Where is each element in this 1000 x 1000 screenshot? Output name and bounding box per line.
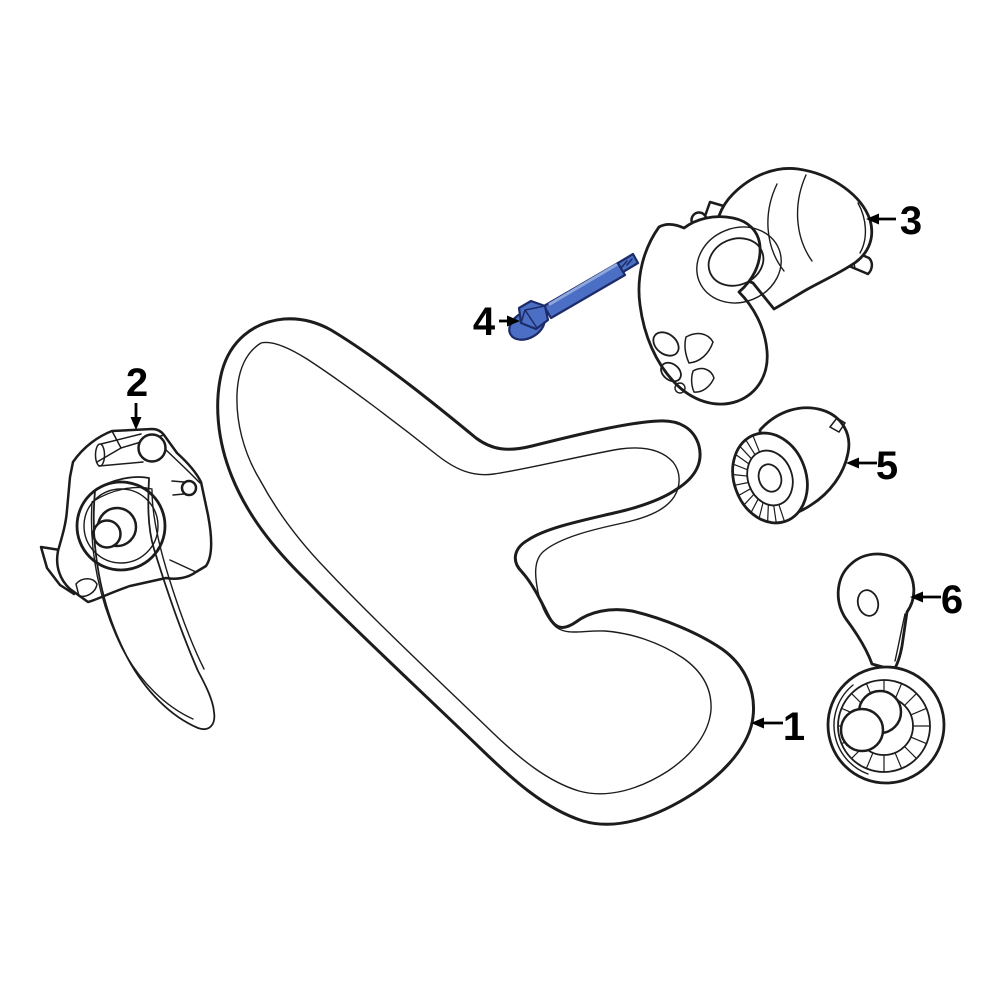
pump-facet-left bbox=[96, 447, 122, 463]
belt-tensioner[interactable] bbox=[637, 167, 874, 406]
tensioner-slot-1 bbox=[684, 332, 714, 364]
callout-4-label[interactable]: 4 bbox=[473, 300, 496, 344]
pump-facet-lower bbox=[169, 559, 197, 573]
water-pump[interactable] bbox=[39, 427, 216, 730]
callout-2[interactable]: 2 bbox=[126, 361, 148, 430]
tensioner-hole-3 bbox=[674, 382, 686, 394]
callout-1[interactable]: 1 bbox=[751, 705, 805, 749]
callout-3[interactable]: 3 bbox=[866, 199, 922, 243]
idler6-ring-outer bbox=[837, 679, 931, 773]
idler-pulley[interactable] bbox=[720, 406, 851, 534]
tensioner-hole-1 bbox=[652, 331, 680, 357]
callout-3-label[interactable]: 3 bbox=[900, 199, 922, 243]
tensioner-boss-rim bbox=[696, 226, 782, 304]
idler-pulley-bracket[interactable] bbox=[826, 552, 946, 785]
pump-stub bbox=[180, 479, 198, 497]
tensioner-drum-cap bbox=[857, 202, 867, 254]
pump-inlet-tube-end bbox=[137, 433, 167, 463]
tensioner-bolt[interactable] bbox=[504, 252, 640, 346]
callout-6-label[interactable]: 6 bbox=[941, 578, 963, 622]
callout-1-label[interactable]: 1 bbox=[783, 705, 805, 749]
pump-belt-wrap-1 bbox=[94, 476, 150, 491]
idler5-stud bbox=[828, 417, 847, 433]
tensioner-drum-rim1 bbox=[796, 174, 813, 262]
callout-4-arrowhead bbox=[507, 315, 520, 327]
callout-5-label[interactable]: 5 bbox=[876, 444, 898, 488]
callout-4[interactable]: 4 bbox=[473, 300, 520, 344]
pump-stub-lines bbox=[171, 480, 185, 496]
tensioner-slot-2 bbox=[690, 367, 715, 393]
tensioner-bore bbox=[707, 237, 765, 287]
idler6-hub-front bbox=[839, 707, 885, 753]
pump-belt-wrap-2 bbox=[91, 486, 153, 503]
pump-belt-outer bbox=[92, 478, 216, 730]
idler6-rim-arc bbox=[833, 684, 869, 775]
callout-3-arrowhead bbox=[866, 213, 879, 225]
pump-belt-inner-right bbox=[151, 489, 205, 670]
tensioner-arm-plate bbox=[637, 215, 769, 406]
callout-2-label[interactable]: 2 bbox=[126, 361, 148, 405]
idler5-mid-ring bbox=[746, 449, 794, 507]
pump-belt-inner-left bbox=[90, 502, 194, 720]
bolt-thread-lines bbox=[620, 258, 633, 269]
bolt-shaft bbox=[542, 261, 627, 320]
idler5-ribs bbox=[733, 435, 785, 523]
bracket-arm-edge bbox=[894, 613, 906, 662]
pump-foot-notch bbox=[75, 578, 98, 598]
callout-6[interactable]: 6 bbox=[910, 578, 963, 622]
pump-inlet-tube-base bbox=[94, 443, 106, 467]
callout-5-arrowhead bbox=[846, 457, 859, 469]
pump-hub-front bbox=[92, 519, 122, 549]
pump-inlet-tube-top bbox=[100, 433, 142, 445]
callout-2-arrowhead bbox=[130, 417, 142, 430]
bolt-shaft-highlight bbox=[548, 263, 618, 306]
tensioner-hole-2 bbox=[660, 361, 682, 383]
pump-facet-shoulder bbox=[163, 447, 201, 484]
callout-1-arrowhead bbox=[751, 717, 764, 729]
tensioner-drum-rim2 bbox=[767, 183, 785, 272]
callout-5[interactable]: 5 bbox=[846, 444, 898, 488]
belt-outer-edge bbox=[216, 317, 756, 826]
bolt-hex-facets bbox=[520, 305, 546, 329]
belt-inner-edge bbox=[236, 341, 712, 795]
bracket-hole bbox=[856, 589, 880, 617]
serpentine-belt[interactable] bbox=[216, 317, 756, 826]
pump-inlet-tube-bottom bbox=[98, 461, 144, 467]
idler5-bore bbox=[757, 463, 783, 493]
callout-6-arrowhead bbox=[910, 591, 923, 603]
